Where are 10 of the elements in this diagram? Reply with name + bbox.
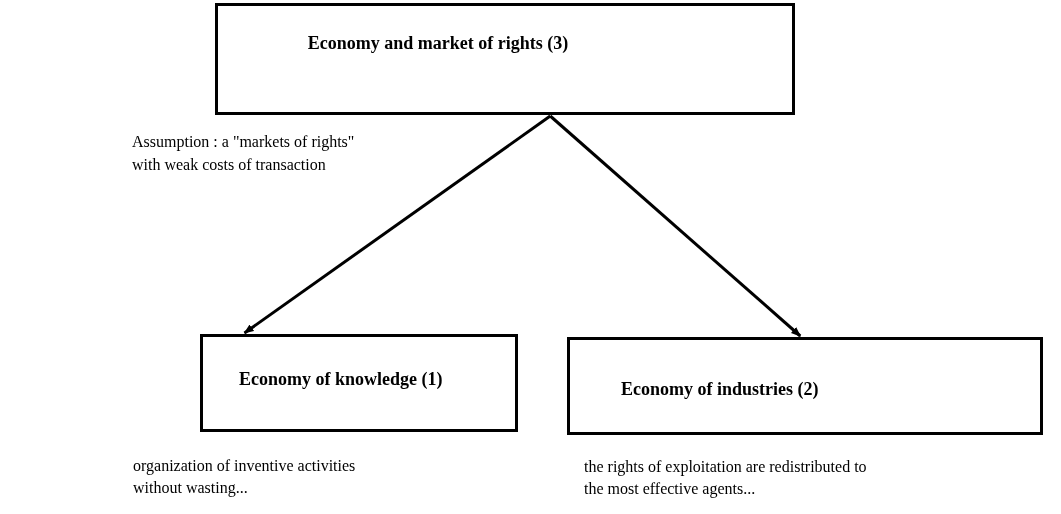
description-text: organization of inventive activities without wasting... <box>133 456 357 499</box>
box-title: Economy of industries (2) <box>621 379 819 399</box>
arrow <box>549 114 802 338</box>
text-box <box>215 3 795 115</box>
arrow <box>243 114 552 335</box>
box-title: Economy and market of rights (3) <box>307 33 569 53</box>
box-title: Economy of knowledge (1) <box>239 369 443 389</box>
description-text: the rights of exploitation are redistributed to the most effective agents... <box>584 457 868 500</box>
text-box <box>200 334 518 432</box>
text-box <box>567 337 1043 435</box>
